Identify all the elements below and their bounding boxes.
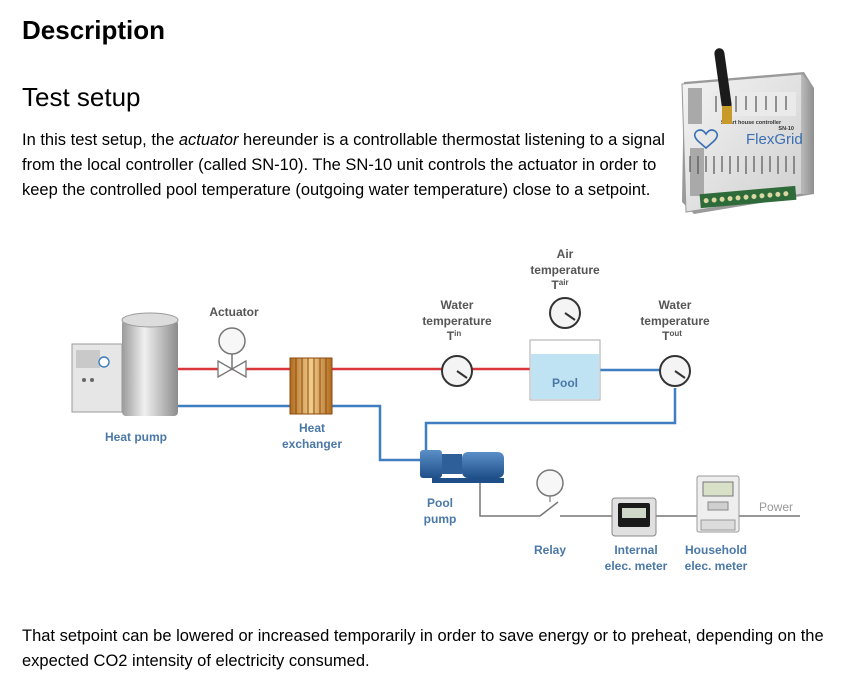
internal-meter-label-line1: Internal: [614, 543, 657, 557]
actuator-label: Actuator: [209, 305, 259, 319]
page-heading: Description: [22, 15, 166, 45]
water-out-label-line1: Water: [659, 298, 692, 312]
heat-exchanger-label-line2: exchanger: [282, 437, 342, 451]
pool-pump-label-line2: pump: [424, 512, 457, 526]
device-brand: FlexGrid: [746, 131, 803, 148]
pool-pump-image: [420, 450, 504, 483]
pool-label: Pool: [552, 376, 578, 390]
cold-return-pipe: [178, 404, 430, 462]
power-label: Power: [759, 500, 793, 514]
pool-pump-label-line1: Pool: [427, 496, 453, 510]
antenna: [714, 48, 732, 124]
svg-text:Tout: Tout: [662, 329, 682, 343]
outro-paragraph: That setpoint can be lowered or increase…: [22, 627, 824, 670]
air-symbol: T: [551, 278, 559, 292]
actuator-image: [217, 327, 247, 379]
household-meter-image: [696, 475, 740, 533]
household-meter-label-line1: Household: [685, 543, 747, 557]
intro-paragraph: In this test setup, the actuator hereund…: [22, 128, 672, 203]
pool-return-pipe: [424, 388, 677, 452]
pool-image: [529, 339, 601, 401]
heat-pump-image: [71, 312, 179, 416]
intro-text-before: In this test setup, the: [22, 131, 179, 149]
section-title: Test setup: [22, 82, 141, 112]
relay-label: Relay: [534, 543, 566, 557]
water-in-symbol: T: [447, 329, 455, 343]
terminal-block-bottom: [699, 185, 797, 209]
intro-text-after: hereunder is a controllable thermostat l…: [22, 131, 665, 199]
device-model-line2: SN-10: [778, 126, 794, 132]
svg-text:Tin: Tin: [447, 329, 462, 343]
svg-text:Tair: Tair: [551, 278, 568, 292]
relay-switch: [539, 501, 559, 517]
water-in-label-line1: Water: [441, 298, 474, 312]
sn10-device-image: Smart house controller SN-10 FlexGrid: [681, 48, 814, 214]
intro-emphasis: actuator: [178, 131, 239, 149]
air-subscript: air: [559, 278, 569, 287]
heat-exchanger-image: [289, 357, 333, 415]
household-meter-label-line2: elec. meter: [685, 559, 748, 573]
water-out-gauge-icon: [659, 355, 691, 387]
heat-exchanger-label-line1: Heat: [299, 421, 325, 435]
water-in-gauge-icon: [441, 355, 473, 387]
water-out-subscript: out: [669, 329, 682, 338]
relay-image: [536, 469, 564, 497]
water-in-label-line2: temperature: [422, 314, 492, 328]
test-setup-diagram: Heat pump Actuator Heat exchanger Water …: [71, 247, 800, 573]
air-label-line1: Air: [557, 247, 574, 261]
air-gauge-icon: [549, 297, 581, 329]
air-label-line2: temperature: [530, 263, 600, 277]
flexgrid-logo: FlexGrid: [693, 129, 803, 150]
water-out-label-line2: temperature: [640, 314, 710, 328]
internal-meter-image: [611, 497, 657, 537]
device-model-line1: Smart house controller: [721, 120, 782, 126]
water-in-subscript: in: [454, 329, 461, 338]
internal-meter-label-line2: elec. meter: [605, 559, 668, 573]
water-out-symbol: T: [662, 329, 670, 343]
pump-power-wire: [479, 480, 540, 517]
heat-pump-label: Heat pump: [105, 430, 167, 444]
